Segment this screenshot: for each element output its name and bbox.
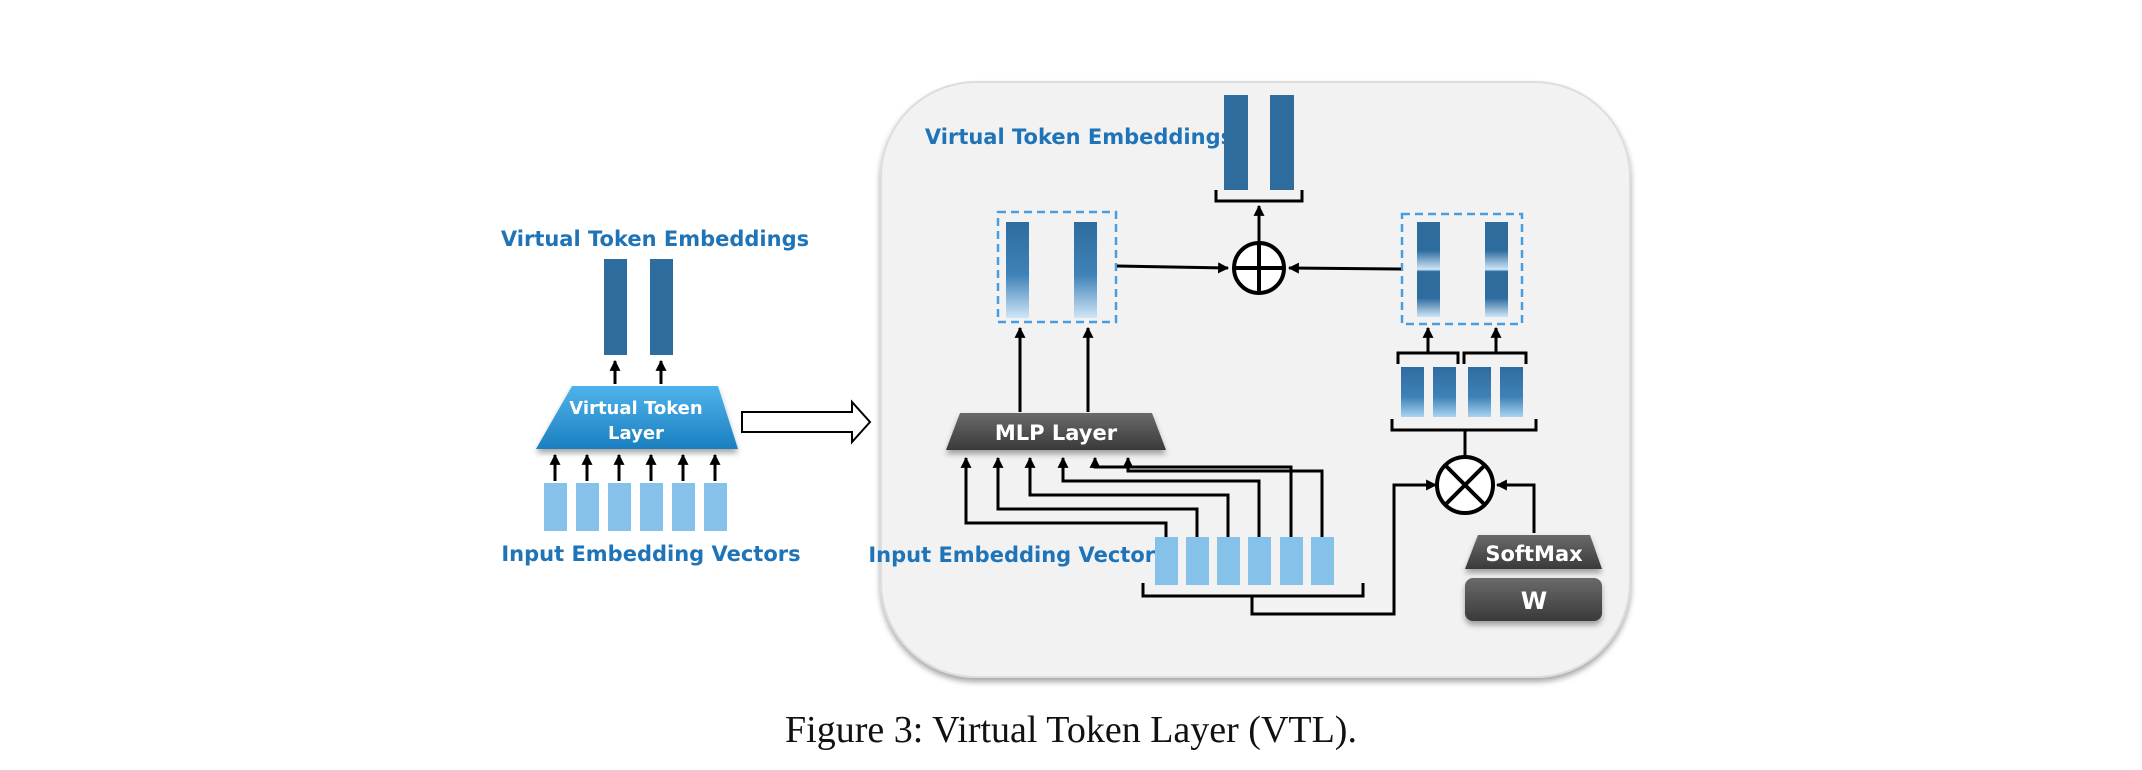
mlp-output-dashed-box — [996, 210, 1118, 324]
mlp-output-bar-1 — [1006, 222, 1029, 318]
right-input-label: Input Embedding Vectors — [868, 543, 1167, 567]
softmax-to-multiply-arrow — [1495, 479, 1536, 533]
left-output-bar-2 — [650, 259, 673, 355]
attention-output-dashed-box — [1400, 212, 1524, 326]
weighted-embedding-bars — [1401, 367, 1523, 417]
output-bracket — [1214, 190, 1304, 203]
mlp-layer-label: MLP Layer — [995, 421, 1118, 445]
left-output-bar-1 — [604, 259, 627, 355]
right-input-vectors — [1155, 537, 1334, 585]
virtual-token-layer-shape — [536, 386, 738, 449]
expand-arrow — [741, 399, 872, 445]
detail-panel: Virtual Token Embeddings MLP Layer Input… — [868, 81, 1631, 678]
right-output-label: Virtual Token Embeddings — [925, 125, 1233, 149]
right-output-bar-1 — [1224, 95, 1248, 190]
figure-caption: Figure 3: Virtual Token Layer (VTL). — [785, 709, 1357, 751]
w-label: W — [1521, 587, 1547, 615]
detail-panel-background — [880, 81, 1631, 678]
softmax-shape — [1465, 535, 1602, 569]
attention-to-sum-arrow — [1287, 262, 1402, 274]
small-bars-bottom-bracket — [1390, 419, 1538, 432]
virtual-token-layer-label-line1: Virtual Token — [569, 398, 702, 419]
w-matrix-box — [1465, 578, 1602, 621]
input-to-multiply-arrow — [1250, 479, 1438, 616]
right-output-bar-2 — [1270, 95, 1294, 190]
input-to-mlp-connectors — [960, 456, 1324, 537]
mlp-layer-shape — [946, 413, 1166, 450]
softmax-label: SoftMax — [1485, 542, 1583, 566]
attention-output-bar-1 — [1417, 222, 1440, 317]
attention-output-bar-2 — [1485, 222, 1508, 317]
virtual-token-layer-label-line2: Layer — [608, 423, 664, 444]
mlp-to-sum-arrow — [1116, 262, 1230, 274]
mlp-output-bar-2 — [1074, 222, 1097, 318]
left-output-label: Virtual Token Embeddings — [501, 227, 809, 251]
plus-operator-icon — [1232, 241, 1286, 295]
left-input-vectors — [544, 483, 727, 531]
multiply-operator-icon — [1435, 455, 1495, 515]
left-input-label: Input Embedding Vectors — [501, 542, 800, 566]
left-diagram: Virtual Token Embeddings Virtual Token L… — [501, 227, 809, 566]
left-input-arrows — [549, 453, 721, 481]
